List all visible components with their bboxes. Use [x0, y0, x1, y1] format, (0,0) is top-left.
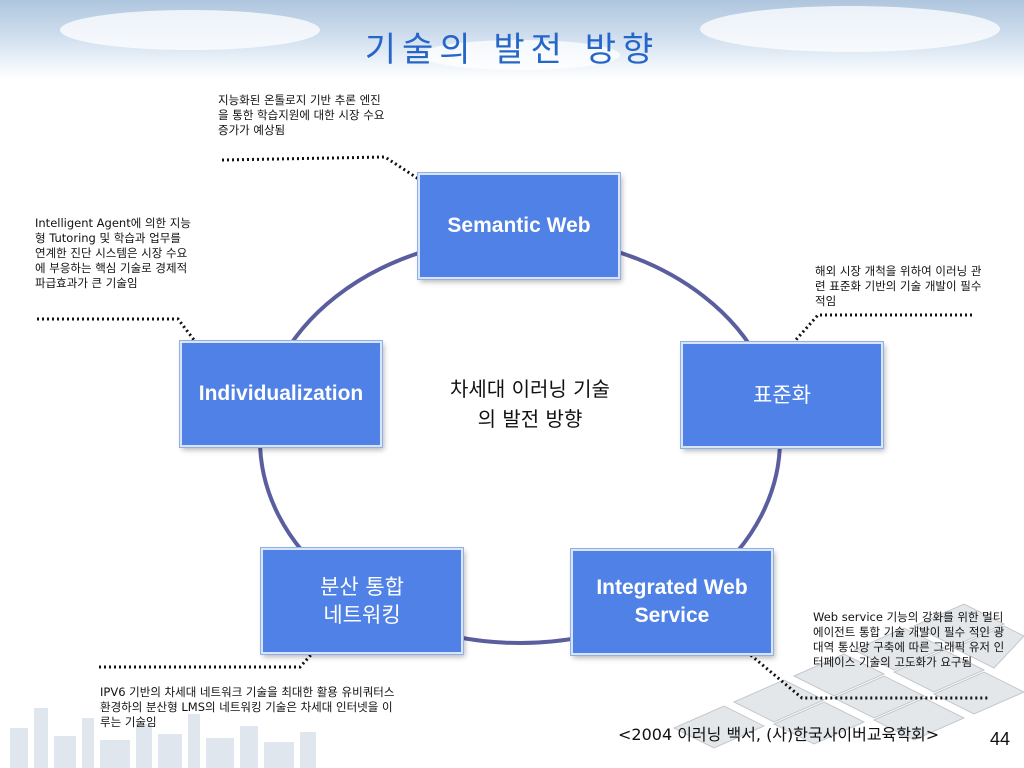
- cloud-decoration: [60, 10, 320, 50]
- note-individualization: Intelligent Agent에 의한 지능형 Tutoring 및 학습과…: [35, 216, 191, 290]
- node-integrated-label-line2: Service: [634, 604, 710, 627]
- source-citation: <2004 이러닝 백서, (사)한국사이버교육학회>: [618, 725, 940, 744]
- header-sky-background: [0, 0, 1024, 80]
- note-standardization: 해외 시장 개척을 위하여 이러닝 관련 표준화 기반의 기술 개발이 필수적임: [815, 264, 982, 308]
- note-distributed: IPV6 기반의 차세대 네트워크 기술을 최대한 활용 유비쿼터스 환경하의 …: [100, 685, 395, 729]
- node-standardization-label: 표준화: [753, 382, 811, 407]
- center-label-line1: 차세대 이러닝 기술: [450, 377, 610, 401]
- node-integrated-label-line1: Integrated Web: [596, 575, 748, 599]
- cloud-decoration: [700, 6, 1000, 52]
- node-standardization: 표준화: [681, 342, 883, 448]
- cloud-decoration: [420, 40, 620, 70]
- note-integrated: Web service 기능의 강화를 위한 멀티 에이전트 통합 기술 개발이…: [813, 610, 1005, 669]
- node-distributed-networking: 분산 통합 네트워킹: [261, 548, 463, 654]
- leader-integrated: [746, 650, 988, 700]
- leader-semantic-web: [221, 155, 441, 195]
- node-distributed-label-line2: 네트워킹: [323, 603, 401, 627]
- node-semantic-web: Semantic Web: [418, 173, 620, 279]
- page-number: 44: [990, 729, 1011, 749]
- node-individualization-label: Individualization: [198, 381, 364, 405]
- center-label: 차세대 이러닝 기술 의 발전 방향: [410, 374, 650, 434]
- slide-title: 기술의 발전 방향: [364, 30, 660, 70]
- node-individualization: Individualization: [180, 341, 382, 447]
- tile-grid-decoration: [672, 603, 1024, 749]
- skyline-decoration: [10, 708, 316, 768]
- center-label-line2: 의 발전 방향: [477, 407, 583, 431]
- node-semantic-web-label: Semantic Web: [447, 213, 591, 237]
- leader-distributed: [99, 635, 329, 669]
- node-integrated-web-service: Integrated Web Service: [571, 549, 773, 655]
- note-semantic-web: 지능화된 온톨로지 기반 추론 엔진을 통한 학습지원에 대한 시장 수요 증가…: [218, 93, 385, 137]
- leader-individualization: [37, 317, 206, 354]
- leader-standardization: [784, 313, 972, 352]
- node-distributed-label-line1: 분산 통합: [320, 574, 404, 599]
